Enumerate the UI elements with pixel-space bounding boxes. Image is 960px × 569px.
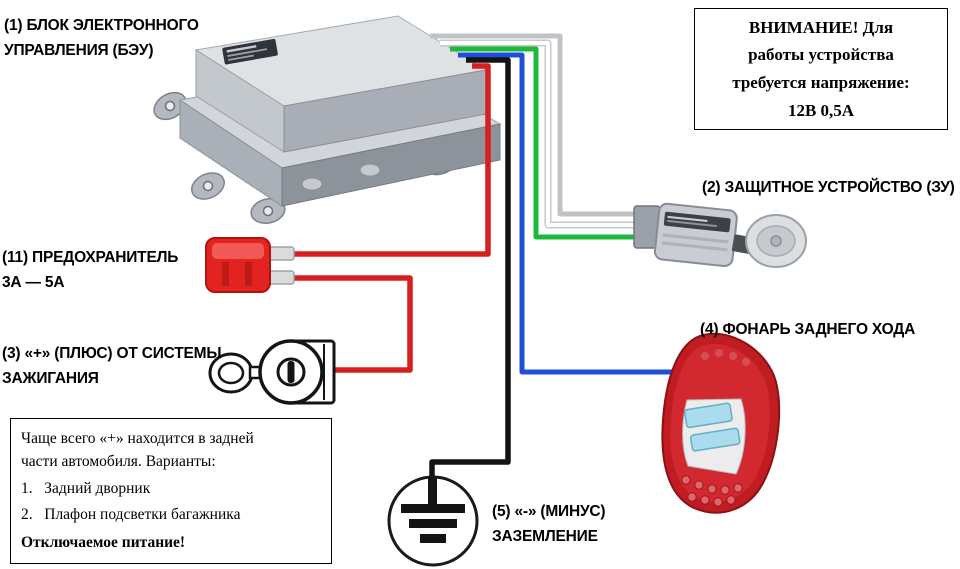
wire-gray-to-device: [430, 33, 646, 217]
label-line: ЗАЗЕМЛЕНИЕ: [492, 527, 598, 545]
label-control-unit: (1) БЛОК ЭЛЕКТРОННОГО УПРАВЛЕНИЯ (БЭУ): [4, 14, 199, 64]
label-fuse: (11) ПРЕДОХРАНИТЕЛЬ 3А — 5А: [2, 246, 178, 296]
wire-green-to-device: [450, 46, 646, 240]
label-line: ЗАЖИГАНИЯ: [2, 369, 99, 387]
protective-device-illustration: [633, 202, 807, 268]
voltage-warning-box: ВНИМАНИЕ! Для работы устройства требуетс…: [694, 8, 948, 130]
label-reverse-lamp: (4) ФОНАРЬ ЗАДНЕГО ХОДА: [700, 321, 916, 338]
label-line: (5) «-» (МИНУС): [492, 503, 606, 520]
label-line: (3) «+» (ПЛЮС) ОТ СИСТЕМЫ: [2, 345, 222, 362]
warning-line: ВНИМАНИЕ! Для: [748, 17, 894, 37]
label-line: 3А — 5А: [2, 273, 65, 291]
ground-symbol: [387, 475, 479, 567]
fuse-illustration: [205, 237, 295, 293]
warning-line: требуется напряжение:: [732, 73, 910, 92]
wire-red-fuse-to-ignition: [286, 275, 413, 373]
note-item: 1. Задний дворник: [21, 479, 151, 497]
unit-label-plate: [222, 38, 278, 65]
reverse-lamp-illustration: [661, 332, 781, 514]
warning-line: работы устройства: [748, 45, 894, 65]
note-item: 2. Плафон подсветки багажника: [21, 505, 241, 523]
label-ground: (5) «-» (МИНУС) ЗАЗЕМЛЕНИЕ: [492, 500, 606, 550]
plus-location-note-box: Чаще всего «+» находится в задней части …: [10, 418, 332, 564]
wire-blue-to-lamp: [458, 52, 695, 375]
label-ignition-plus: (3) «+» (ПЛЮС) ОТ СИСТЕМЫ ЗАЖИГАНИЯ: [2, 342, 222, 392]
wire-red-unit-to-fuse: [286, 63, 491, 257]
control-unit-illustration: [153, 15, 502, 225]
label-line: УПРАВЛЕНИЯ (БЭУ): [4, 41, 154, 59]
note-intro-line: Чаще всего «+» находится в задней: [21, 430, 254, 447]
label-line: (11) ПРЕДОХРАНИТЕЛЬ: [2, 249, 179, 266]
label-line: (1) БЛОК ЭЛЕКТРОННОГО: [4, 17, 199, 34]
label-protective-device: (2) ЗАЩИТНОЕ УСТРОЙСТВО (ЗУ): [702, 179, 955, 196]
warning-line: 12В 0,5А: [787, 100, 855, 120]
note-warning: Отключаемое питание!: [21, 534, 186, 551]
wiring: [286, 33, 695, 482]
wire-white-to-device: [440, 41, 646, 227]
note-intro-line: части автомобиля. Варианты:: [21, 453, 216, 471]
wire-black-to-ground: [429, 57, 511, 482]
ignition-key-illustration: [208, 339, 336, 405]
